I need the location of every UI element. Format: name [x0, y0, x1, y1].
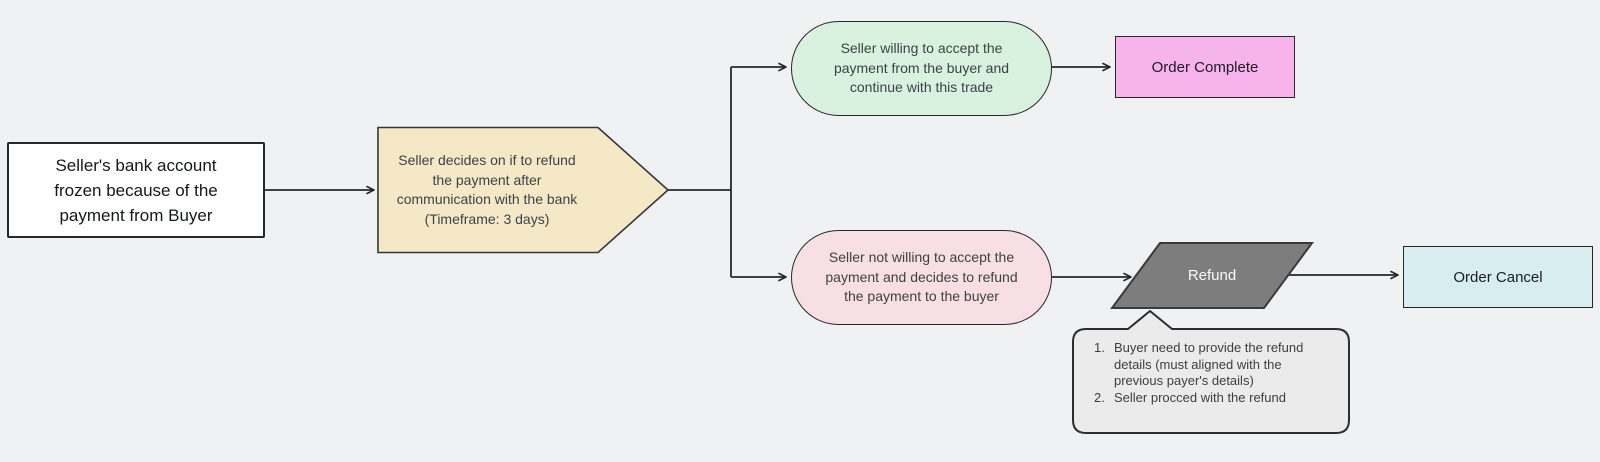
node-label-line: payment from the buyer and [833, 59, 1010, 76]
node-seller-rejects: Seller not willing to accept the payment… [791, 230, 1052, 325]
node-label-line: frozen because of the [54, 180, 218, 200]
refund-note: 1. Buyer need to provide the refund deta… [1094, 340, 1334, 406]
note-item-text: Seller procced with the refund [1114, 389, 1286, 405]
note-item: 1. Buyer need to provide the refund deta… [1094, 340, 1334, 390]
note-item-number: 2. [1094, 389, 1105, 405]
node-label: Order Cancel [1453, 268, 1543, 286]
edge-decision-branch-spine [667, 67, 732, 277]
node-label-line: payment from Buyer [59, 205, 213, 225]
note-item-text: Buyer need to provide the refund details… [1114, 340, 1304, 388]
node-label-line: continue with this trade [849, 79, 994, 96]
note-callout-shape [1072, 310, 1350, 434]
node-order-complete: Order Complete [1115, 36, 1295, 98]
decision-node-shape [377, 126, 670, 254]
node-label-line: Seller's bank account [55, 155, 217, 175]
refund-node-shape [1110, 242, 1314, 309]
node-label-line: the payment to the buyer [844, 288, 999, 305]
node-label-line: Seller not willing to accept the [828, 249, 1015, 266]
node-order-cancel: Order Cancel [1403, 246, 1593, 308]
node-label-line: payment and decides to refund [825, 268, 1018, 285]
note-item-number: 1. [1094, 340, 1105, 355]
node-seller-accepts: Seller willing to accept the payment fro… [791, 21, 1052, 116]
node-label: Order Complete [1151, 58, 1259, 76]
node-bank-account-frozen: Seller's bank account frozen because of … [7, 142, 265, 238]
node-label-line: Seller willing to accept the [840, 40, 1003, 57]
note-item: 2. Seller procced with the refund [1094, 390, 1334, 407]
